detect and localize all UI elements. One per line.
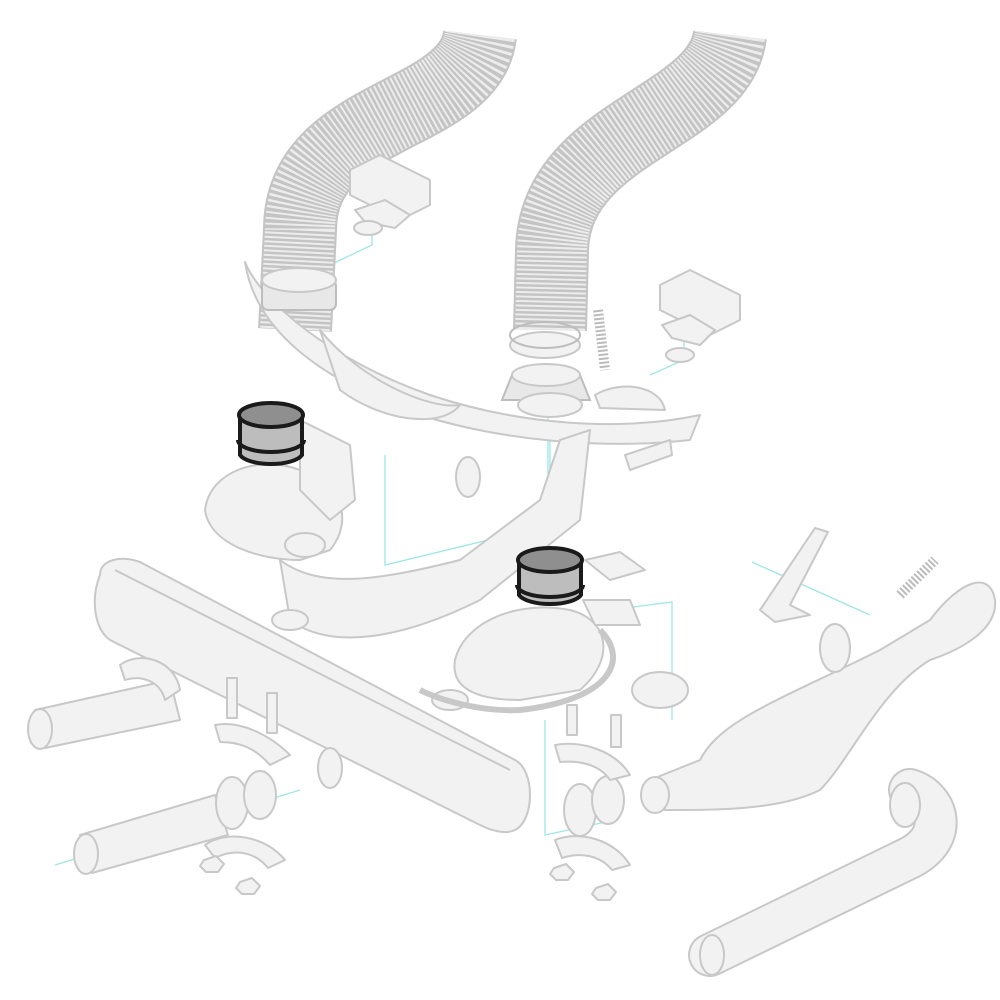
heater-box-right: [418, 551, 646, 714]
tailpipe-upper-left: [27, 679, 181, 750]
hose-left: [258, 27, 517, 332]
heater-lever-right: [759, 527, 829, 623]
heater-collar-right: [500, 363, 592, 418]
spring: [593, 309, 939, 599]
heater-box-outlet-collar-right[interactable]: [515, 546, 585, 607]
tailpipe-lower-left: [73, 794, 229, 875]
bolts: [226, 677, 622, 748]
flap-lever: [594, 385, 666, 411]
heat-exchanger-left: [204, 419, 591, 639]
pipe-clamps: [119, 657, 631, 871]
muffler: [93, 557, 531, 834]
gasket-rings: [215, 671, 689, 837]
tailpipe-j-pipe: [688, 768, 958, 977]
nuts: [199, 855, 617, 901]
heater-box-outlet-collar-left[interactable]: [236, 401, 306, 467]
flap-link: [624, 439, 673, 471]
hose-right: [513, 27, 767, 331]
hose-clamp-left: [261, 267, 337, 311]
bracket-upper-right: [659, 269, 741, 363]
bracket-upper-left: [349, 154, 431, 236]
heater-plate-inner: [319, 329, 461, 421]
hose-clamp-right: [509, 321, 581, 359]
heat-exchanger-right: [640, 581, 997, 814]
